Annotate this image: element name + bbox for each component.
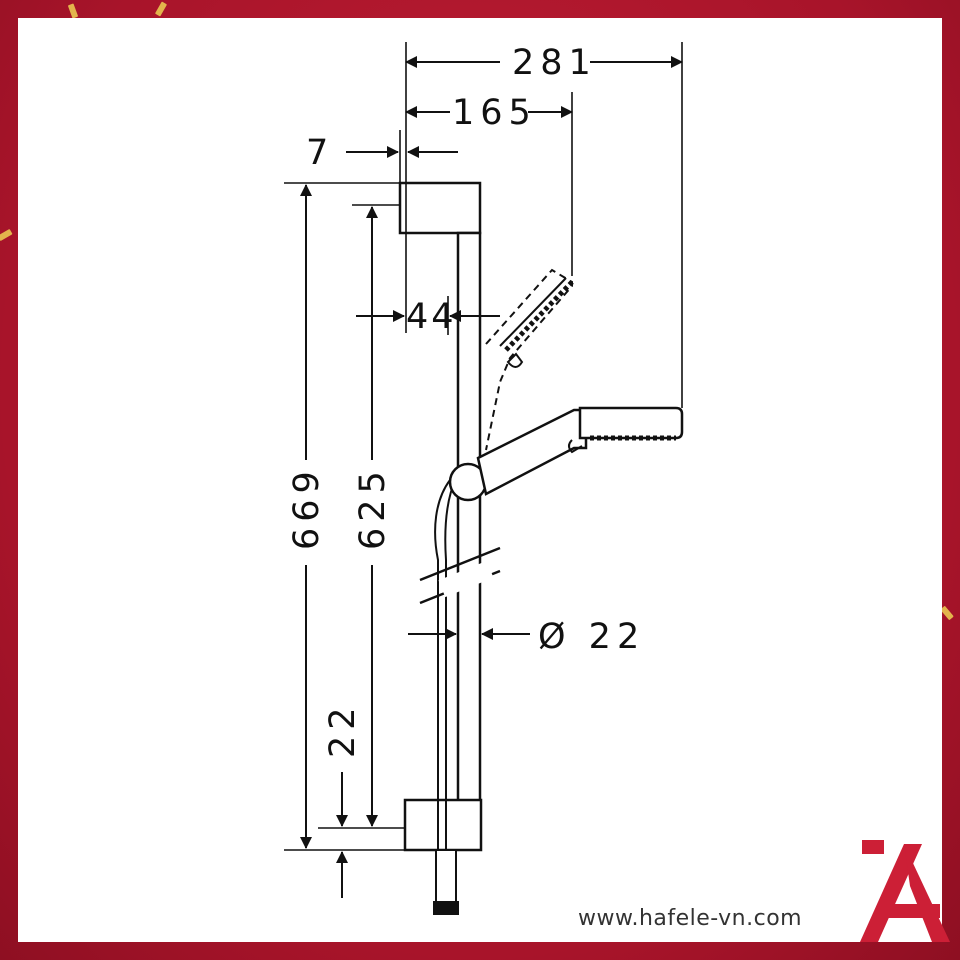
technical-drawing: 281 165 7 44 669 625 22 Ø 22	[284, 42, 684, 915]
shower-hose	[434, 479, 451, 850]
bottom-wall-bracket	[403, 798, 483, 852]
drawing-panel: 281 165 7 44 669 625 22 Ø 22	[18, 18, 950, 942]
confetti-piece	[67, 3, 79, 19]
dim-overall-width: 281	[512, 43, 597, 83]
hose-nut	[433, 901, 459, 915]
confetti-piece	[154, 1, 168, 17]
top-wall-bracket	[398, 181, 482, 235]
dim-bracket-depth: 44	[406, 297, 457, 337]
hand-shower	[476, 408, 588, 496]
slide-rail	[456, 231, 482, 803]
confetti-piece	[940, 605, 954, 621]
dim-bottom-offset: 22	[323, 701, 363, 758]
confetti-piece	[0, 228, 13, 242]
break-mark	[419, 546, 501, 582]
dim-rail-length: 625	[353, 465, 393, 550]
hose-connector	[435, 849, 457, 907]
dim-rail-diameter: Ø 22	[538, 617, 645, 657]
website-url: www.hafele-vn.com	[578, 906, 803, 931]
hafele-h-logo-icon	[860, 840, 950, 942]
dim-overall-height: 669	[287, 465, 327, 550]
dim-bracket-offset: 7	[306, 133, 334, 173]
hand-shower-alt-position	[485, 268, 573, 451]
dim-handshower-reach: 165	[452, 93, 537, 133]
